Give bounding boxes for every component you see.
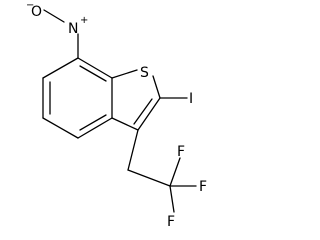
bond-c7-c7a	[77, 57, 113, 79]
fluorine-right-label: F	[199, 179, 207, 195]
bond-ch2-cf3	[127, 169, 171, 187]
bond-cf3-f-bottom	[169, 185, 175, 213]
chemical-structure-drawing: O − N + S I F F F	[26, 0, 207, 230]
fluorine-top-label: F	[177, 144, 185, 160]
bond-n-o	[43, 9, 65, 23]
nitro-oxygen-charge: −	[26, 0, 34, 11]
double-bond-c3a-c4	[79, 114, 107, 131]
double-bond-c7-c7a	[79, 65, 107, 82]
bond-c6-c7	[42, 57, 79, 79]
bond-c7a-s	[111, 69, 138, 79]
nitro-nitrogen-label: N	[68, 21, 78, 37]
thiophene-ring	[111, 69, 161, 131]
nitro-oxygen-label: O	[31, 4, 42, 20]
bond-s-c2	[152, 75, 161, 99]
double-bond-c2-c3	[133, 98, 153, 125]
benzene-ring	[42, 57, 113, 139]
bond-cf3-f-top	[169, 157, 181, 187]
bond-c3-ch2	[127, 129, 139, 171]
bond-c2-c3	[137, 97, 161, 131]
iodine-label: I	[189, 91, 193, 107]
bond-c3-c3a	[111, 117, 139, 131]
structure-canvas: O − N + S I F F F	[26, 0, 207, 230]
bond-c4-c5	[42, 117, 79, 139]
bond-c3a-c4	[77, 117, 113, 139]
fluorine-bottom-label: F	[167, 214, 175, 230]
nitro-nitrogen-charge: +	[80, 15, 88, 26]
sulfur-label: S	[140, 65, 149, 81]
